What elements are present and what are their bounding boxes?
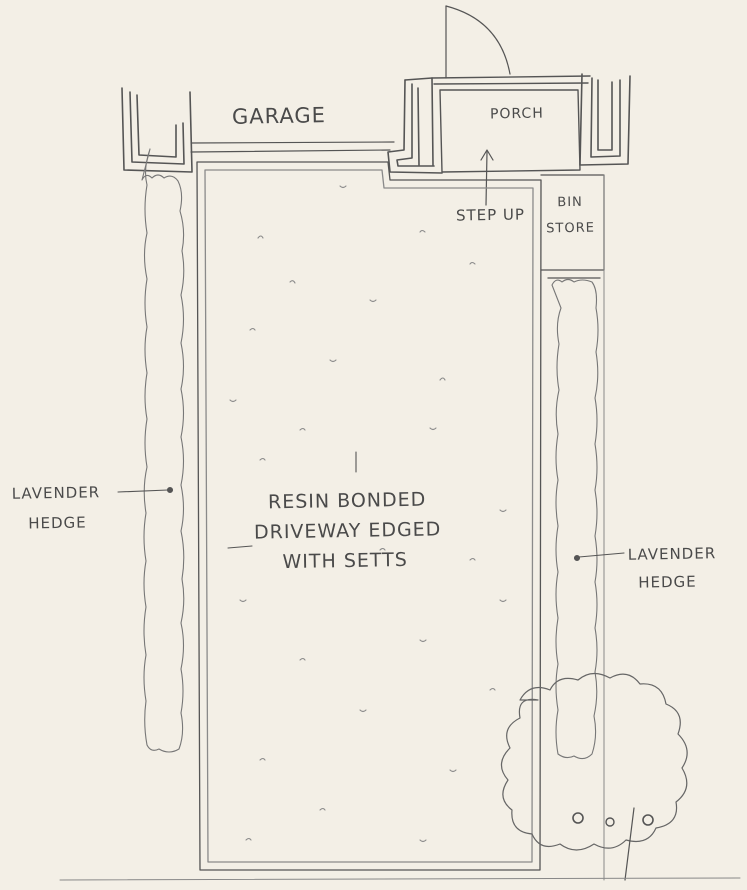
driveway-outline — [196, 161, 542, 871]
left-wall — [121, 87, 193, 173]
driveway-label-line3: WITH SETTS — [282, 548, 409, 574]
resin-texture — [229, 185, 507, 843]
driveway-label: RESIN BONDED DRIVEWAY EDGED WITH SETTS — [253, 484, 442, 577]
bin-store-label: BIN STORE — [546, 190, 596, 243]
shrub-detail — [572, 807, 654, 881]
driveway-label-line2: DRIVEWAY EDGED — [253, 518, 442, 544]
driveway-label-line1: RESIN BONDED — [267, 488, 427, 514]
right-wall — [579, 73, 631, 166]
label-leaders — [117, 451, 625, 562]
left-lavender-hedge — [141, 148, 185, 753]
right-hedge-label: LAVENDER HEDGE — [628, 539, 717, 597]
left-hedge-label-line1: LAVENDER — [11, 483, 101, 503]
right-hedge-label-line1: LAVENDER — [627, 544, 717, 564]
garage-opening — [190, 141, 395, 153]
left-hedge-label-line2: HEDGE — [28, 513, 87, 533]
porch-label: PORCH — [489, 105, 544, 123]
shrub — [500, 672, 688, 851]
right-hedge-label-line2: HEDGE — [638, 572, 697, 592]
bin-store-label-line1: BIN — [557, 194, 583, 211]
bin-store-label-line2: STORE — [546, 220, 596, 237]
garage-label: GARAGE — [231, 103, 327, 129]
left-hedge-label: LAVENDER HEDGE — [11, 477, 101, 539]
centre-wall — [387, 77, 443, 174]
porch-door — [445, 5, 511, 79]
step-up-label: STEP UP — [455, 205, 526, 225]
porch — [431, 75, 591, 173]
step-up-arrow — [480, 149, 494, 206]
ground-line — [59, 877, 741, 881]
right-lavender-hedge — [551, 278, 599, 760]
